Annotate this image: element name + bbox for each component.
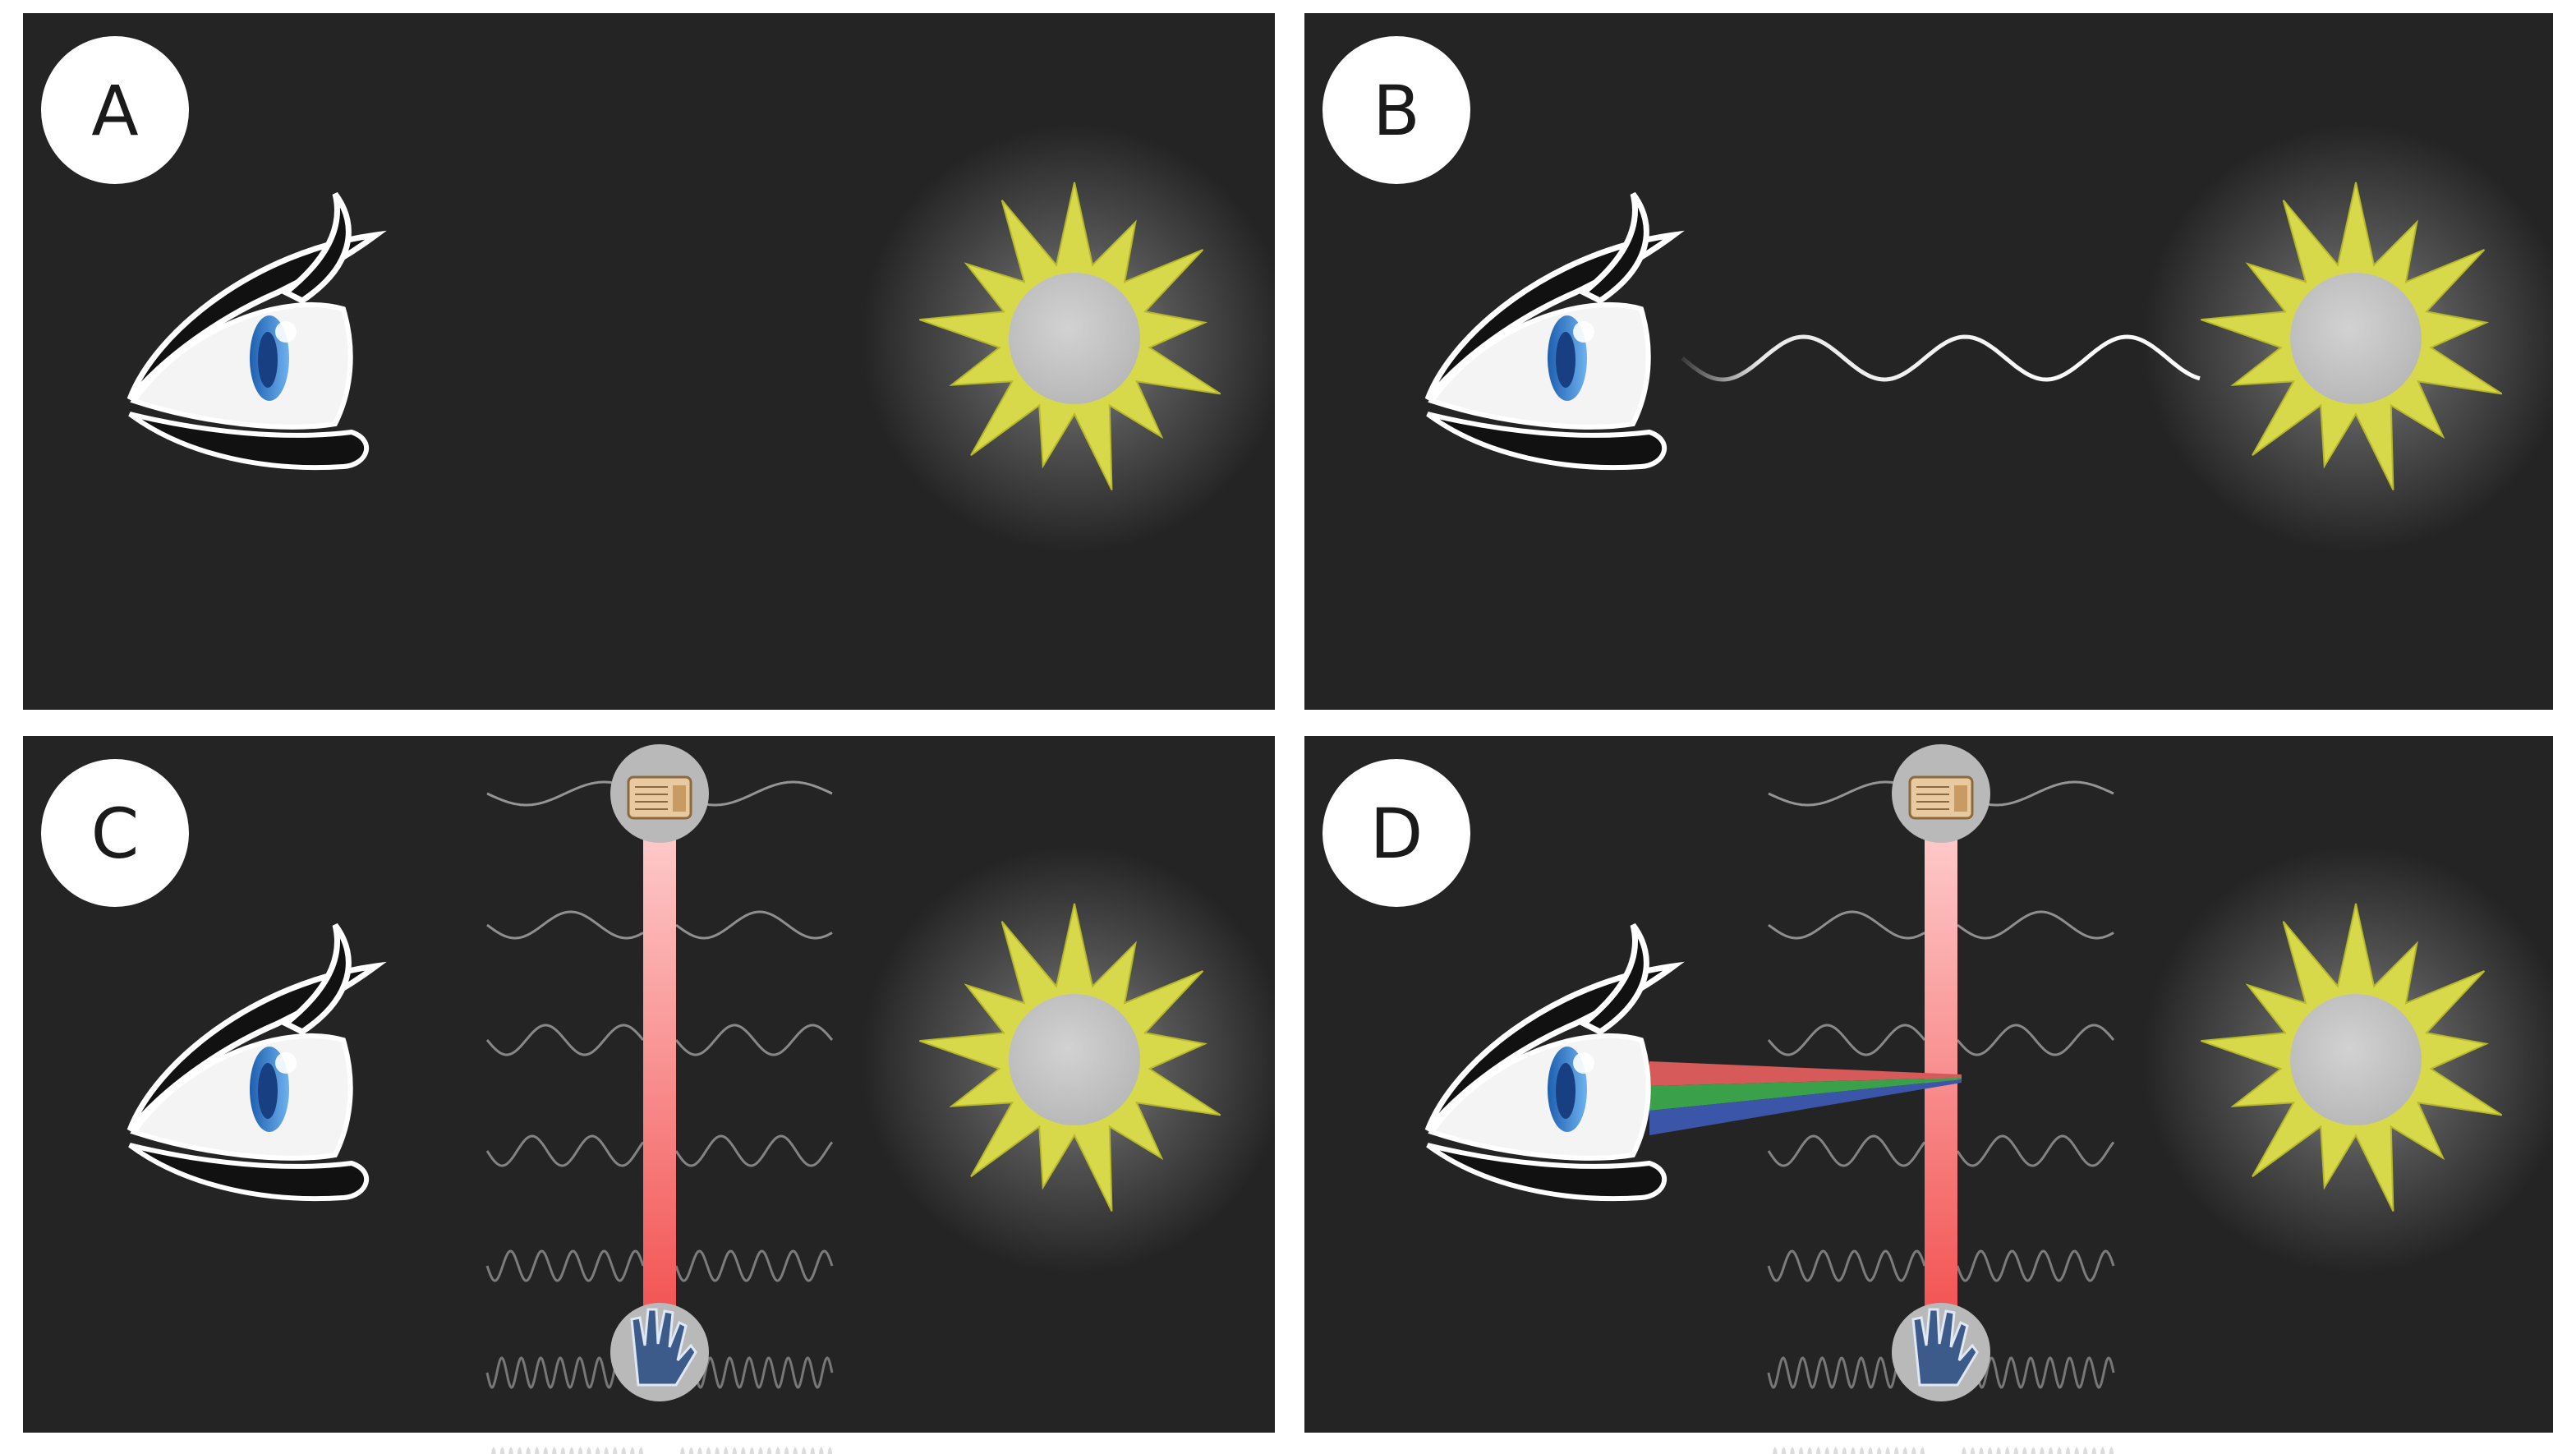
panel-a: A xyxy=(23,13,1288,710)
panel-d: D xyxy=(1304,736,2569,1454)
spectrum-wave xyxy=(1767,1249,1926,1282)
light-wave xyxy=(1681,334,2201,382)
spectrum-wave xyxy=(1956,1024,2115,1056)
spectrum-wave xyxy=(1773,1446,1925,1454)
panel-label-badge: C xyxy=(41,759,189,907)
spectrum-wave xyxy=(1956,1134,2115,1167)
spectrum-bar xyxy=(1925,794,1957,1352)
panel-label: B xyxy=(1373,71,1420,151)
spectrum-wave xyxy=(491,1446,644,1454)
panel-c: C xyxy=(23,736,1288,1454)
eye-icon xyxy=(126,923,387,1202)
panel-label: C xyxy=(91,794,140,874)
spectrum-wave xyxy=(486,910,644,940)
radio-icon xyxy=(610,744,709,843)
panel-label-badge: A xyxy=(41,36,189,184)
blue-beam xyxy=(1649,1079,1962,1135)
spectrum-wave xyxy=(674,1249,834,1282)
radio-icon xyxy=(1892,744,1990,843)
spectrum-wave xyxy=(485,1024,645,1056)
green-beam xyxy=(1649,1078,1962,1111)
spectrum-wave xyxy=(1956,1249,2115,1282)
panel-label: A xyxy=(91,71,138,151)
panel-b: B xyxy=(1304,13,2569,710)
spectrum-wave xyxy=(485,1249,645,1282)
xray-hand-icon xyxy=(1892,1303,1990,1401)
electromagnetic-spectrum xyxy=(1767,744,2115,1454)
spectrum-wave xyxy=(485,1134,645,1167)
spectrum-wave xyxy=(674,1024,834,1056)
spectrum-wave xyxy=(674,1356,834,1389)
spectrum-wave xyxy=(675,910,833,940)
spectrum-wave xyxy=(674,1134,834,1167)
spectrum-bar xyxy=(643,794,676,1352)
sun-icon xyxy=(861,846,1288,1273)
spectrum-wave xyxy=(1957,910,2114,940)
sun-icon xyxy=(2142,846,2569,1273)
xray-hand-icon xyxy=(610,1303,709,1401)
panel-label-badge: D xyxy=(1322,759,1470,907)
panel-label-badge: B xyxy=(1322,36,1470,184)
spectrum-wave xyxy=(1956,1356,2115,1389)
color-beams xyxy=(1649,1061,1962,1135)
eye-icon xyxy=(126,191,387,471)
sun-icon xyxy=(861,125,1288,552)
spectrum-wave xyxy=(1768,910,1925,940)
eye-icon xyxy=(1424,191,1685,471)
spectrum-wave xyxy=(1962,1446,2114,1454)
spectrum-wave xyxy=(1767,1134,1926,1167)
spectrum-wave xyxy=(1767,1024,1926,1056)
panel-label: D xyxy=(1370,794,1424,874)
sun-icon xyxy=(2142,125,2569,552)
electromagnetic-spectrum xyxy=(485,744,834,1454)
eye-icon xyxy=(1424,923,1685,1202)
spectrum-wave xyxy=(680,1446,833,1454)
